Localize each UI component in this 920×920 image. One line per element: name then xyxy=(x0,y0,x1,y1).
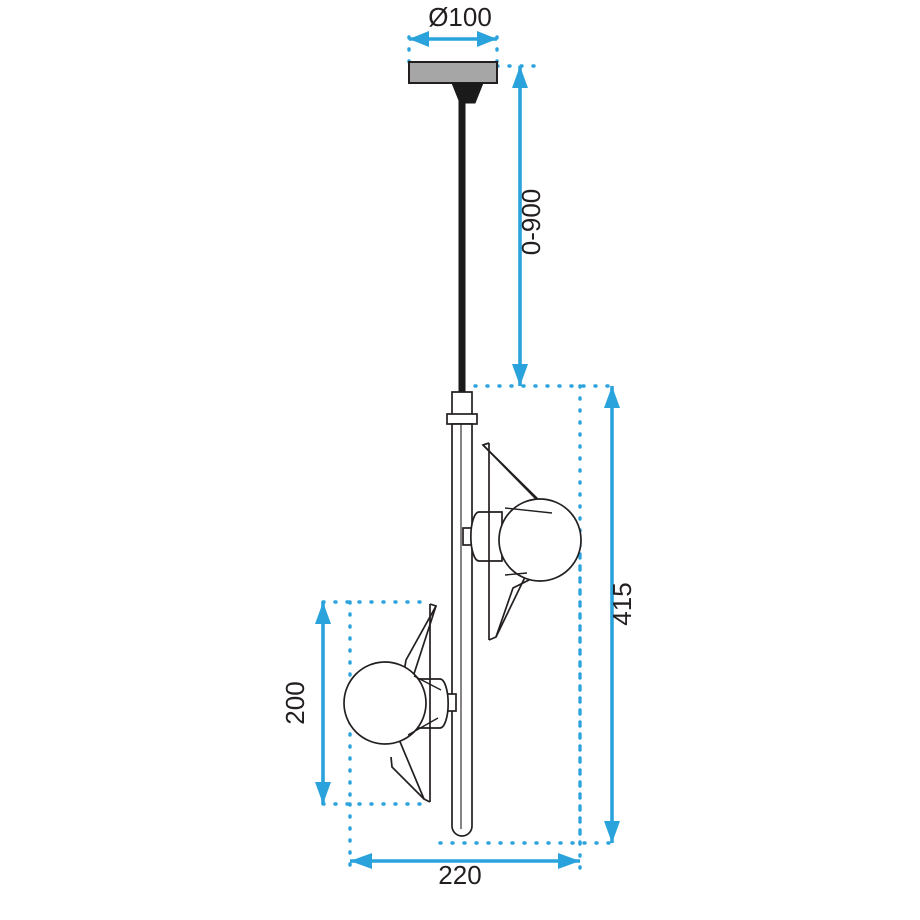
lower-shade-cone-bottom xyxy=(397,736,425,800)
cable-strain-relief xyxy=(451,82,484,104)
dim-label-drop: 0-900 xyxy=(516,189,546,256)
rod-top-connector xyxy=(446,391,478,425)
lower-shade-bottom xyxy=(390,756,431,803)
lower-shade-top xyxy=(403,603,438,673)
dim-arrow-lower-head xyxy=(315,602,331,804)
dimension-guide-lines xyxy=(321,34,614,874)
dim-arrow-drop xyxy=(512,66,528,386)
dim-label-lower-head: 200 xyxy=(280,681,310,724)
dim-label-diameter: Ø100 xyxy=(428,2,492,32)
upper-mount-cylinder xyxy=(470,511,503,562)
lower-shade-cone-top xyxy=(411,605,437,681)
upper-shade-rim xyxy=(482,442,490,446)
upper-shade-bottom xyxy=(488,576,536,641)
dim-arrow-fixture-height xyxy=(604,386,620,843)
dim-arrow-diameter xyxy=(409,31,497,47)
dimension-arrows xyxy=(315,31,620,869)
dim-arrow-overall-width xyxy=(350,853,580,869)
upper-shade-cone-bottom xyxy=(495,572,528,638)
lower-lamp-head xyxy=(343,603,457,803)
ceiling-canopy xyxy=(408,61,498,84)
lower-shade-front xyxy=(407,675,442,736)
upper-shade-front xyxy=(504,507,553,576)
vertical-rod xyxy=(451,423,473,837)
lower-bulb-sphere xyxy=(343,661,427,745)
upper-bulb-sphere xyxy=(498,498,582,582)
dim-label-overall-width: 220 xyxy=(438,860,481,890)
dim-label-fixture-height: 415 xyxy=(607,582,637,625)
upper-lamp-head xyxy=(462,442,582,641)
